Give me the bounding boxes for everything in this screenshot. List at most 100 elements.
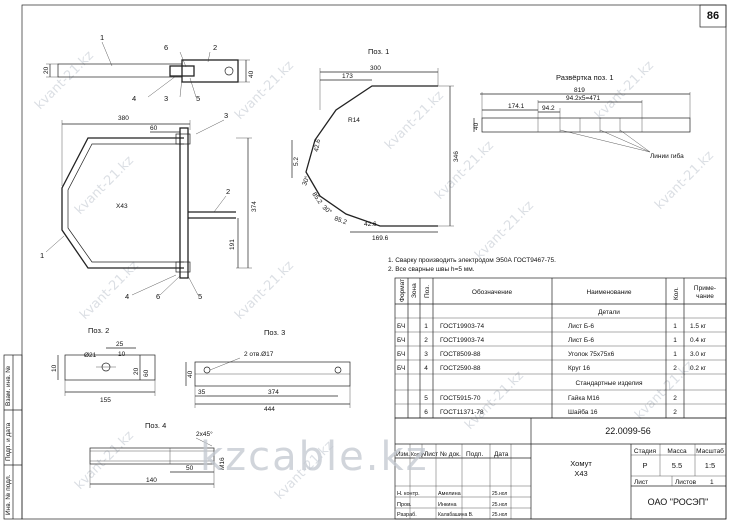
poz1-view: Поз. 1 300 173 R14 346 5.2 42.6 30° 85.2… — [291, 47, 460, 242]
svg-text:25: 25 — [116, 341, 124, 348]
svg-text:kvant-21.kz: kvant-21.kz — [32, 48, 97, 113]
specification-table: Формат Зона Поз. Обозначение Наименовани… — [394, 277, 727, 419]
stage-value: Р — [642, 461, 647, 470]
svg-text:0.4 кг: 0.4 кг — [690, 337, 707, 344]
svg-text:1: 1 — [673, 351, 677, 358]
svg-text:kvant-21.kz: kvant-21.kz — [432, 138, 497, 203]
svg-text:Гайка М16: Гайка М16 — [568, 394, 600, 402]
svg-text:2: 2 — [673, 365, 677, 372]
svg-text:85.2: 85.2 — [310, 191, 323, 206]
svg-text:Шайба 16: Шайба 16 — [568, 408, 598, 416]
svg-text:Лист Б-6: Лист Б-6 — [568, 337, 594, 344]
svg-text:Поз.: Поз. — [424, 285, 431, 298]
svg-text:6: 6 — [424, 409, 428, 416]
svg-text:25.нол: 25.нол — [492, 512, 507, 518]
svg-text:БЧ: БЧ — [397, 337, 405, 344]
svg-text:1: 1 — [40, 251, 44, 260]
svg-text:60: 60 — [143, 369, 150, 377]
svg-text:Инкина: Инкина — [438, 502, 458, 508]
svg-text:1.5 кг: 1.5 кг — [690, 323, 707, 330]
page-number-box — [699, 4, 727, 28]
svg-text:6: 6 — [164, 43, 168, 52]
page-number: 86 — [707, 10, 719, 22]
assembly-top-view: 20 40 1 6 2 4 3 5 — [43, 33, 255, 103]
svg-text:2: 2 — [424, 337, 428, 344]
svg-text:444: 444 — [264, 406, 275, 413]
svg-text:Лист Б-6: Лист Б-6 — [568, 323, 594, 330]
stamp-podp-data: Подп. и дата — [5, 422, 12, 461]
scale-value: 1:5 — [705, 461, 715, 470]
svg-text:140: 140 — [146, 477, 157, 484]
svg-text:Стадия: Стадия — [634, 448, 657, 455]
svg-text:174.1: 174.1 — [508, 103, 525, 110]
stamp-inv-podl: Инв. № подл. — [5, 474, 12, 515]
svg-text:Обозначение: Обозначение — [472, 288, 513, 296]
company-name: ОАО "РОСЭП" — [648, 497, 709, 507]
outer-frame — [21, 4, 727, 520]
svg-text:6: 6 — [156, 292, 160, 301]
svg-text:Наименование: Наименование — [586, 289, 631, 296]
razvertka-title: Развёртка поз. 1 — [556, 73, 614, 82]
svg-text:191: 191 — [229, 239, 236, 250]
svg-text:БЧ: БЧ — [397, 365, 405, 372]
section-details: Детали — [598, 309, 620, 316]
svg-text:40: 40 — [473, 122, 480, 130]
poz3-view: Поз. 3 2 отв.Ø17 40 35 374 444 — [185, 328, 351, 413]
svg-text:Амелина: Амелина — [438, 491, 462, 497]
svg-text:kvant-21.kz: kvant-21.kz — [72, 428, 137, 493]
svg-text:1: 1 — [710, 479, 714, 486]
svg-text:kvant-21.kz: kvant-21.kz — [592, 58, 657, 123]
svg-text:Уголок 75х75х6: Уголок 75х75х6 — [568, 351, 615, 358]
razvertka-view: Развёртка поз. 1 819 94.2х5=471 174.1 94… — [473, 73, 691, 160]
svg-text:М16: М16 — [219, 457, 226, 470]
svg-text:173: 173 — [342, 73, 353, 80]
svg-text:40: 40 — [187, 370, 194, 378]
svg-text:ГОСТ11371-78: ГОСТ11371-78 — [440, 409, 484, 416]
svg-text:94.2: 94.2 — [542, 105, 555, 112]
svg-text:ГОСТ2590-88: ГОСТ2590-88 — [440, 365, 481, 372]
svg-text:10: 10 — [51, 364, 58, 372]
svg-text:Листов: Листов — [675, 479, 697, 486]
svg-text:5: 5 — [196, 94, 200, 103]
svg-text:1: 1 — [673, 337, 677, 344]
svg-text:Калабашина В.: Калабашина В. — [438, 512, 473, 518]
poz4-view: Поз. 4 2х45° 50 М16 140 — [89, 421, 226, 488]
svg-text:Зона: Зона — [411, 283, 418, 298]
svg-text:374: 374 — [268, 389, 279, 396]
svg-text:1: 1 — [673, 323, 677, 330]
svg-text:4: 4 — [424, 365, 428, 372]
svg-text:4: 4 — [132, 94, 136, 103]
svg-text:30°: 30° — [321, 203, 334, 216]
svg-text:Дата: Дата — [494, 451, 509, 458]
svg-text:20: 20 — [133, 367, 140, 375]
part-code: Х43 — [574, 469, 587, 478]
svg-text:2: 2 — [213, 43, 217, 52]
svg-text:ГОСТ19903-74: ГОСТ19903-74 — [440, 323, 485, 330]
svg-text:Лист: Лист — [634, 479, 648, 486]
svg-text:4: 4 — [125, 292, 129, 301]
svg-text:№ док.: № док. — [440, 451, 461, 458]
svg-text:Н. контр.: Н. контр. — [397, 491, 420, 497]
poz4-title: Поз. 4 — [145, 421, 166, 430]
svg-text:ГОСТ19903-74: ГОСТ19903-74 — [440, 337, 485, 344]
poz2-title: Поз. 2 — [88, 326, 109, 335]
svg-text:60: 60 — [150, 125, 158, 132]
svg-text:Ø21: Ø21 — [84, 352, 97, 359]
svg-text:Масштаб: Масштаб — [696, 447, 724, 455]
svg-text:БЧ: БЧ — [397, 351, 405, 358]
section-standard: Стандартные изделия — [576, 380, 643, 387]
svg-text:3: 3 — [424, 351, 428, 358]
svg-text:5: 5 — [198, 292, 202, 301]
svg-text:25.нол: 25.нол — [492, 502, 507, 508]
svg-text:300: 300 — [370, 65, 381, 72]
svg-text:20: 20 — [43, 66, 50, 74]
svg-text:5: 5 — [424, 395, 428, 402]
svg-text:2 отв.Ø17: 2 отв.Ø17 — [244, 351, 274, 358]
part-name: Хомут — [570, 459, 592, 468]
svg-text:Формат: Формат — [399, 279, 406, 302]
svg-text:50: 50 — [186, 465, 194, 472]
svg-text:25.нол: 25.нол — [492, 491, 507, 497]
svg-text:3: 3 — [164, 94, 168, 103]
svg-text:Линии гиба: Линии гиба — [650, 152, 684, 160]
title-block: 22.0099-56 Изм. Кол.уч Лист № док. Подп.… — [394, 417, 727, 520]
